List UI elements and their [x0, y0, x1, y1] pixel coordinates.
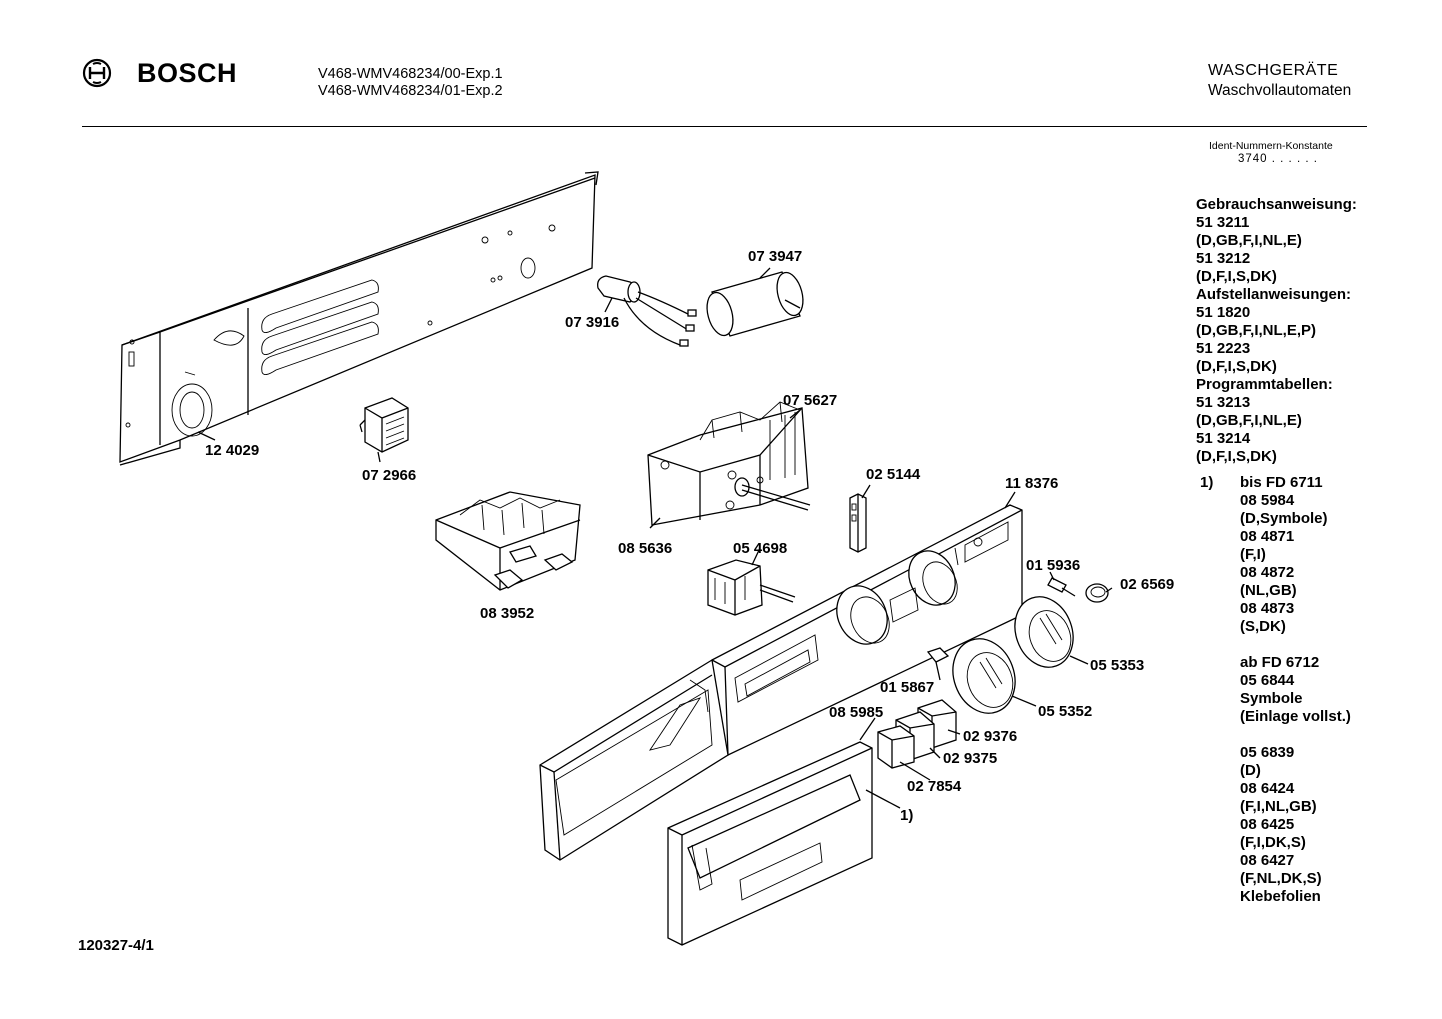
- push-button-part: [877, 725, 915, 769]
- programmer-switch-part: [647, 401, 811, 526]
- bosch-armature-icon: [82, 58, 112, 88]
- part-label-note-1: 1): [900, 807, 913, 824]
- part-label-05-5352: 05 5352: [1038, 703, 1092, 720]
- part-label-07-5627: 07 5627: [783, 392, 837, 409]
- part-label-02-6569: 02 6569: [1120, 576, 1174, 593]
- note-item: Klebefolien: [1240, 888, 1321, 905]
- part-label-02-7854: 02 7854: [907, 778, 962, 795]
- note-item: 08 4873: [1240, 600, 1295, 617]
- doc-heading-user-manual: Gebrauchsanweisung:: [1196, 196, 1357, 213]
- doc-languages: (D,F,I,S,DK): [1196, 358, 1277, 375]
- note-item: (D,Symbole): [1240, 510, 1328, 527]
- note-item: 05 6844: [1240, 672, 1295, 689]
- note-item: 08 5984: [1240, 492, 1295, 509]
- plug-connector-part: [359, 397, 409, 453]
- note-item: 05 6839: [1240, 744, 1295, 761]
- note-item: 08 6427: [1240, 852, 1295, 869]
- lamp-holder-part: [926, 647, 950, 663]
- model-line-2: V468-WMV468234/01-Exp.2: [318, 83, 503, 99]
- doc-number: 51 3214: [1196, 430, 1251, 447]
- document-list: Gebrauchsanweisung: 51 3211 (D,GB,F,I,NL…: [1196, 196, 1357, 466]
- doc-heading-installation: Aufstellanweisungen:: [1196, 286, 1352, 303]
- doc-languages: (D,F,I,S,DK): [1196, 268, 1277, 285]
- note-item: (F,I,NL,GB): [1240, 798, 1317, 815]
- footnote-marker: 1): [1200, 474, 1214, 491]
- note-item: 08 6424: [1240, 780, 1295, 797]
- part-label-07-3916: 07 3916: [565, 314, 619, 331]
- knob-part: [952, 638, 1016, 714]
- doc-languages: (D,GB,F,I,NL,E,P): [1196, 322, 1316, 339]
- note-item: (NL,GB): [1240, 582, 1297, 599]
- rear-panel-part: [119, 171, 599, 466]
- doc-languages: (D,GB,F,I,NL,E): [1196, 412, 1302, 429]
- part-label-08-5636: 08 5636: [618, 540, 672, 557]
- note-item: (Einlage vollst.): [1240, 708, 1351, 725]
- doc-languages: (D,F,I,S,DK): [1196, 448, 1277, 465]
- product-subcategory: Waschvollautomaten: [1208, 82, 1352, 99]
- ident-number: 3740 . . . . . .: [1238, 153, 1318, 165]
- note-item: 08 6425: [1240, 816, 1295, 833]
- part-label-01-5936: 01 5936: [1026, 557, 1080, 574]
- screw-part: [1047, 577, 1076, 597]
- knob-part: [1014, 596, 1074, 668]
- ident-label: Ident-Nummern-Konstante: [1209, 140, 1333, 152]
- note-item: (S,DK): [1240, 618, 1286, 635]
- note-item: ab FD 6712: [1240, 654, 1320, 671]
- note-item: bis FD 6711: [1240, 474, 1323, 491]
- front-panel-part: [539, 658, 729, 861]
- model-line-1: V468-WMV468234/00-Exp.1: [318, 66, 503, 82]
- note-item: (F,I,DK,S): [1240, 834, 1306, 851]
- note-item: (F,NL,DK,S): [1240, 870, 1322, 887]
- footnote-items: bis FD 6711 08 5984 (D,Symbole) 08 4871 …: [1240, 474, 1351, 906]
- part-label-07-2966: 07 2966: [362, 467, 416, 484]
- doc-heading-program-tables: Programmtabellen:: [1196, 376, 1333, 393]
- suppressor-part: [597, 275, 697, 347]
- doc-number: 51 3212: [1196, 250, 1251, 267]
- part-label-02-9375: 02 9375: [943, 750, 997, 767]
- drawing-number: 120327-4/1: [78, 937, 154, 954]
- part-label-08-3952: 08 3952: [480, 605, 534, 622]
- switch-block-part: [435, 491, 581, 591]
- slider-part: [849, 493, 867, 553]
- part-label-07-3947: 07 3947: [748, 248, 802, 265]
- leader-lines: [197, 267, 1113, 809]
- part-label-05-4698: 05 4698: [733, 540, 787, 557]
- part-label-02-5144: 02 5144: [866, 466, 921, 483]
- part-label-02-9376: 02 9376: [963, 728, 1017, 745]
- doc-languages: (D,GB,F,I,NL,E): [1196, 232, 1302, 249]
- fascia-insert-part: [667, 741, 873, 946]
- note-item: (F,I): [1240, 546, 1266, 563]
- brand-name: BOSCH: [137, 58, 238, 88]
- capacitor-part: [706, 271, 804, 337]
- note-item: (D): [1240, 762, 1261, 779]
- note-item: 08 4871: [1240, 528, 1295, 545]
- note-item: Symbole: [1240, 690, 1303, 707]
- rotary-switch-part: [707, 559, 796, 616]
- control-fascia-part: [711, 504, 1023, 756]
- product-category: WASCHGERÄTE: [1208, 62, 1339, 79]
- part-label-11-8376: 11 8376: [1005, 475, 1058, 492]
- note-item: 08 4872: [1240, 564, 1295, 581]
- part-label-05-5353: 05 5353: [1090, 657, 1144, 674]
- doc-number: 51 2223: [1196, 340, 1251, 357]
- part-label-01-5867: 01 5867: [880, 679, 934, 696]
- doc-number: 51 1820: [1196, 304, 1251, 321]
- part-label-12-4029: 12 4029: [205, 442, 259, 459]
- header-divider: [82, 126, 1367, 127]
- doc-number: 51 3213: [1196, 394, 1251, 411]
- part-label-08-5985: 08 5985: [829, 704, 883, 721]
- doc-number: 51 3211: [1196, 214, 1250, 231]
